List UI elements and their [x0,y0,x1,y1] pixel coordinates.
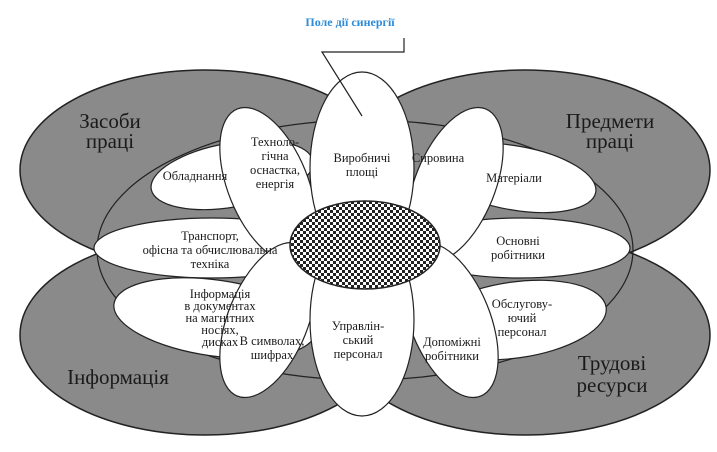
label-line: Предмети [566,109,654,133]
label-line: праці [586,129,634,153]
label-line: персонал [334,347,383,361]
label-line: ючий [508,311,537,325]
label-line: Сировина [412,151,465,165]
label-line: енергія [256,177,295,191]
label-line: робітники [425,349,479,363]
label-line: техніка [191,257,230,271]
label-line: дисках [202,335,239,349]
label-line: офісна та обчислювальна [143,243,278,257]
synergy-field [289,200,441,290]
petal-bottom-left-label: В символах,шифрах [240,334,305,362]
label-line: шифрах [251,348,294,362]
synergy-callout-line [320,38,405,117]
label-line: площі [346,165,379,179]
label-line: Обладнання [163,169,228,183]
petal-top-right-label: Сировина [412,151,465,165]
label-line: ресурси [577,373,648,397]
petal-upper-left-label: Обладнання [163,169,228,183]
petal-upper-right-label: Матеріали [486,171,542,185]
label-line: В символах, [240,334,305,348]
label-line: Транспорт, [181,229,239,243]
group-information-label: Інформація [67,365,169,389]
label-line: робітники [491,248,545,262]
label-line: на магнітних [185,311,255,325]
label-line: Засоби [79,109,141,133]
label-line: праці [86,129,134,153]
label-line: Інформація [67,365,169,389]
synergy-title: Поле дії синергії [305,15,395,29]
label-line: оснастка, [250,163,300,177]
label-line: Трудові [578,351,647,375]
label-line: носіях, [201,323,238,337]
label-line: Виробничі [333,151,391,165]
label-line: персонал [498,325,547,339]
label-line: ський [343,333,374,347]
label-line: Матеріали [486,171,542,185]
label-line: Допоміжні [423,335,481,349]
label-line: Інформація [190,287,251,301]
label-line: Основні [496,234,540,248]
label-line: гічна [261,149,289,163]
label-line: Техноло- [251,135,299,149]
label-line: Управлін- [332,319,385,333]
label-line: в документах [184,299,256,313]
label-line: Обслугову- [492,297,552,311]
